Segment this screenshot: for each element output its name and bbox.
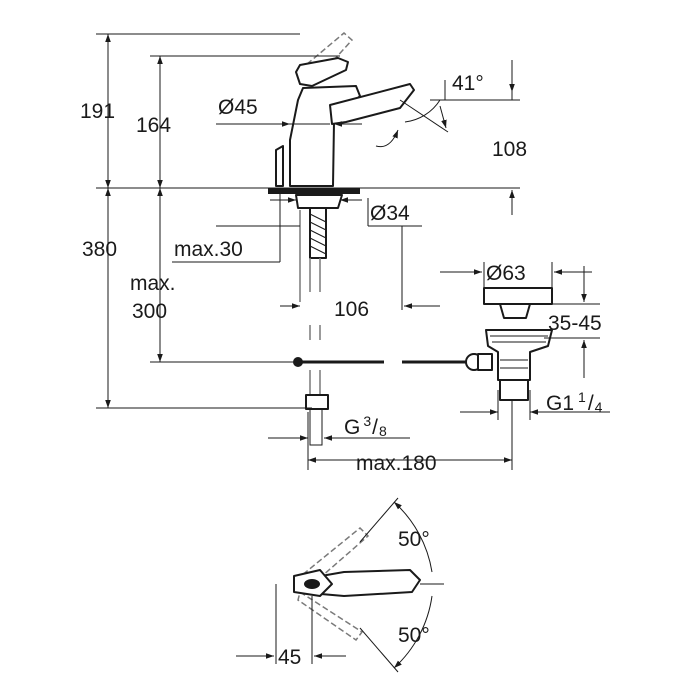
label-max30: max.30: [174, 238, 243, 261]
dimension-lines: [96, 33, 610, 470]
g38-main: G: [344, 416, 360, 439]
faucet-top-view: [236, 497, 444, 673]
label-106: 106: [334, 298, 369, 321]
faucet-side-view: [268, 32, 470, 446]
waste-plug: [499, 303, 531, 319]
label-164: 164: [136, 114, 171, 137]
linkage-pivot: [293, 357, 303, 367]
waste-body: [485, 329, 553, 381]
lever-swing-right: [297, 590, 364, 642]
g1-main: G1: [546, 392, 574, 415]
waste-tail: [499, 379, 529, 401]
g1-sep: /: [588, 392, 594, 415]
popup-rod: [275, 145, 284, 187]
label-max300-line2: 300: [132, 300, 167, 323]
waste-flange: [483, 287, 553, 305]
label-max300-line1: max.: [130, 272, 176, 295]
g1-den: 4: [595, 399, 603, 415]
g38-den: 8: [379, 423, 387, 439]
mounting-nut: [295, 194, 343, 209]
supply-hose: [299, 210, 321, 340]
dimension-labels: 191 164 Ø45 41° 108 Ø34 380 max.30 max. …: [80, 72, 603, 669]
label-41deg: 41°: [452, 72, 484, 95]
label-dia45: Ø45: [218, 96, 258, 119]
g38-num: 3: [363, 413, 371, 429]
label-108: 108: [492, 138, 527, 161]
label-dia34: Ø34: [370, 202, 410, 225]
label-45: 45: [278, 646, 301, 669]
label-191: 191: [80, 100, 115, 123]
spout: [329, 83, 415, 125]
hose-connector: [305, 394, 329, 410]
label-dia63: Ø63: [486, 262, 526, 285]
top-aerator: [304, 579, 320, 589]
g38-sep: /: [372, 416, 378, 439]
popup-waste: [465, 287, 553, 401]
label-380: 380: [82, 238, 117, 261]
label-50deg-bottom: 50°: [398, 624, 430, 647]
g1-num: 1: [578, 389, 586, 405]
label-35-45: 35-45: [548, 312, 602, 335]
label-50deg-top: 50°: [398, 528, 430, 551]
basin-deck: [268, 188, 360, 194]
label-max180: max.180: [356, 452, 437, 475]
lever: [295, 57, 349, 87]
